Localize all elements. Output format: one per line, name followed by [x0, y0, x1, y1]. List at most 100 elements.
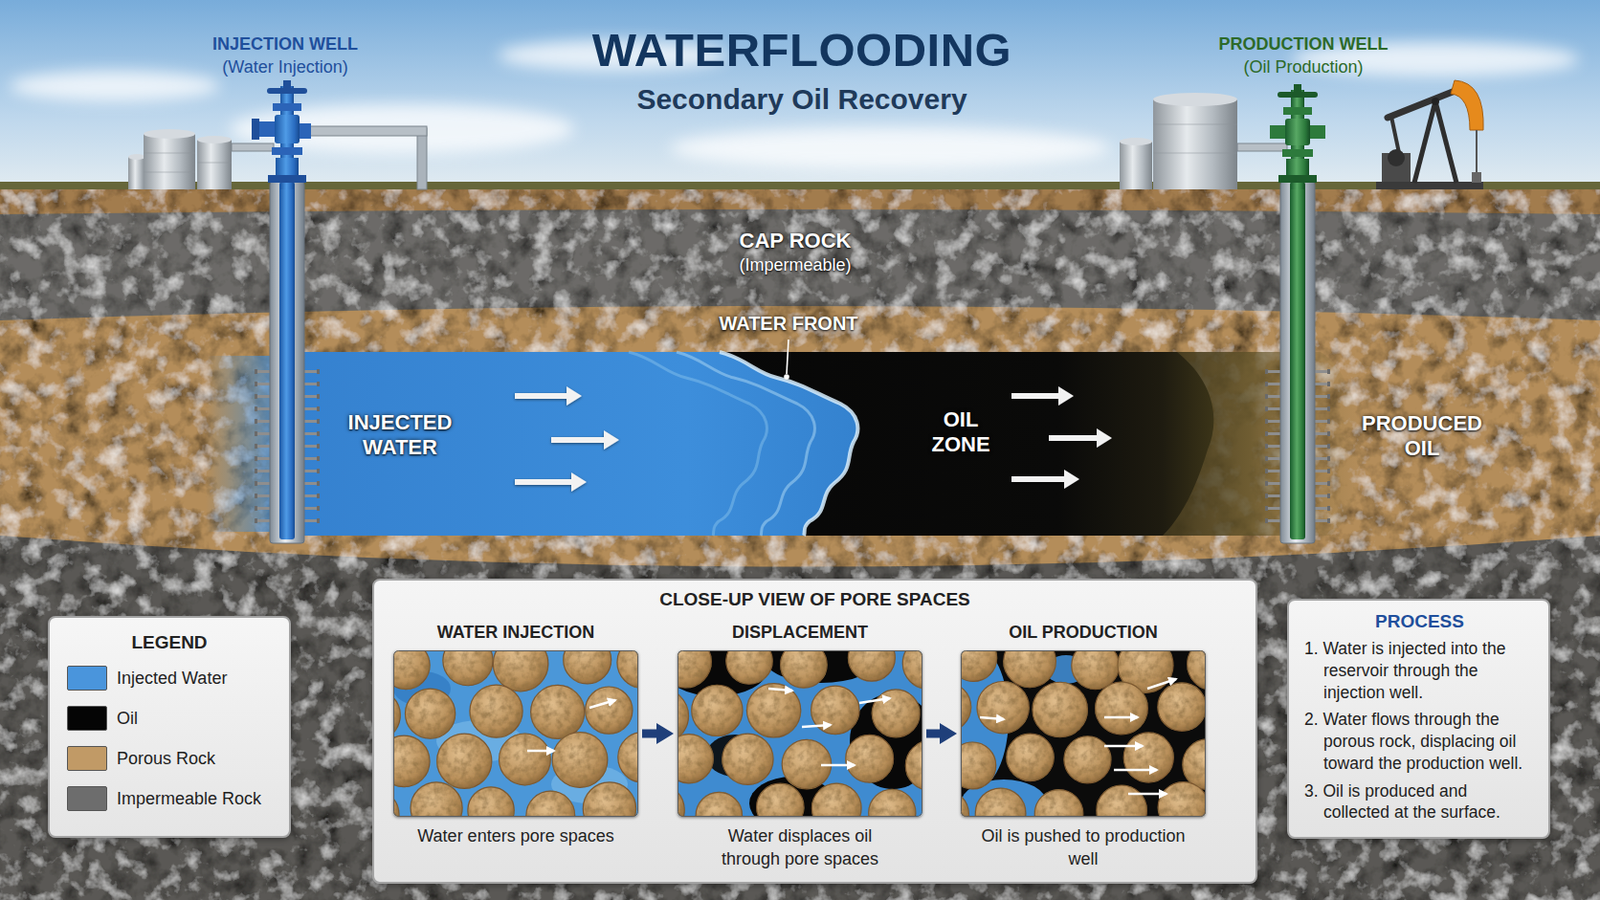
injection-well [272, 103, 302, 112]
flow-arrow [1147, 679, 1177, 689]
production-well [1283, 107, 1312, 115]
rock-strata [0, 535, 1600, 900]
pumpjack [1475, 130, 1478, 178]
label-anchor: (Impermeable) [738, 254, 851, 276]
injection-well [251, 118, 260, 140]
legend-swatch [66, 666, 108, 691]
water-front-leader [786, 339, 789, 375]
legend-swatch [66, 706, 108, 732]
reservoir-fluids [287, 352, 858, 536]
diagram-title: WATERFLOODING [592, 22, 1012, 77]
injection-well [275, 157, 299, 176]
sand-grain [960, 742, 997, 790]
flow-arrows [514, 386, 1112, 492]
pore-stage-panel: WATER INJECTIONWater enters pore spaces [393, 622, 639, 848]
flow-arrow [821, 764, 855, 768]
legend-text: Porous Rock [116, 749, 216, 770]
flow-arrows [1048, 428, 1112, 448]
pore-image-body [393, 650, 639, 818]
flow-arrow [527, 750, 555, 754]
process-step: 3. Oil is produced and collected at the … [1304, 780, 1535, 825]
sand-grain [746, 684, 800, 738]
legend-swatch [66, 786, 108, 812]
production-well [1310, 125, 1326, 139]
legend-swatch [66, 746, 108, 772]
injection-well [271, 147, 303, 156]
sand-grain [563, 650, 612, 685]
flow-arrow [768, 688, 793, 691]
well-sublabel: (Water Injection) [222, 56, 348, 78]
flow-arrow [1104, 745, 1143, 749]
legend-heading: LEGEND [66, 632, 272, 654]
sand-grain [393, 735, 430, 788]
zone-label: INJECTED WATER [348, 410, 453, 461]
layer-label: CAP ROCK [739, 228, 852, 254]
storage-tank [197, 139, 232, 190]
production-well [1282, 149, 1313, 157]
flow-arrow [801, 725, 831, 728]
storage-tank [143, 129, 196, 139]
pore-closeup-image [677, 650, 923, 818]
label-anchor: PRODUCED OIL [1361, 411, 1483, 462]
label-anchor: (Oil Production) [1243, 56, 1363, 78]
injection-well [267, 175, 307, 183]
storage-tank [197, 162, 232, 164]
injection-well [274, 114, 300, 144]
storage-tank [1119, 137, 1153, 146]
subtitle: Secondary Oil Recovery [636, 82, 967, 117]
pumpjack [1471, 172, 1482, 183]
rock-strata [0, 187, 1600, 900]
sand-grain [960, 789, 970, 818]
legend-text: Oil [116, 709, 138, 730]
flow-arrows [551, 430, 620, 450]
zone-label: PRODUCED OIL [1361, 411, 1483, 462]
pumpjack [1431, 97, 1440, 106]
production-well [1285, 118, 1311, 146]
label-anchor: PRODUCTION WELL [1219, 33, 1389, 55]
panel-heading: CLOSE-UP VIEW OF PORE SPACES [374, 589, 1256, 611]
well-label: PRODUCTION WELL [1219, 33, 1389, 55]
injection-well [283, 80, 291, 90]
sand-grain [443, 650, 493, 687]
pumpjack [1450, 80, 1484, 131]
sky [0, 0, 1600, 192]
stage-caption: Oil is pushed to production well [980, 824, 1187, 871]
production-well [1289, 181, 1306, 540]
legend-panel: LEGENDInjected WaterOilPorous RockImperm… [47, 616, 291, 839]
pore-closeup-image [393, 650, 639, 818]
sand-grain [410, 782, 463, 818]
label-anchor: INJECTION WELL [212, 33, 358, 55]
rock-strata [0, 187, 1600, 900]
title-anchor: WATERFLOODING [592, 22, 1012, 77]
surface-pipe [231, 126, 1288, 190]
water-front-leader [783, 374, 790, 380]
sand-grain [845, 734, 894, 783]
flow-arrow [859, 698, 890, 704]
reservoir-fluids [628, 352, 767, 536]
flow-arrow [589, 700, 616, 709]
sand-grain [393, 689, 400, 741]
sand-grain [975, 788, 1026, 818]
storage-tank [1153, 92, 1238, 107]
sand-grain [1003, 650, 1057, 689]
sand-grains [960, 650, 1206, 818]
pore-closeup-image [960, 650, 1206, 818]
reservoir-fluids [676, 352, 815, 536]
reservoir-fluids [719, 352, 858, 536]
flow-arrow [979, 717, 1004, 720]
legend-text: Injected Water [116, 668, 227, 689]
process-step: 2. Water flows through the porous rock, … [1304, 709, 1535, 775]
image-border [961, 651, 1206, 818]
pumpjack [1391, 116, 1400, 154]
pore-image-body [677, 650, 923, 818]
pumpjack [1414, 101, 1436, 183]
sky [9, 70, 221, 102]
production-well [1286, 158, 1310, 176]
sand-grain [977, 681, 1029, 734]
sand-grain [960, 683, 972, 733]
injection-well [259, 121, 275, 137]
ground-surface [0, 181, 1600, 190]
sand-grain [585, 687, 633, 734]
label-anchor: OIL ZONE [931, 407, 990, 458]
sand-grain [467, 787, 514, 818]
